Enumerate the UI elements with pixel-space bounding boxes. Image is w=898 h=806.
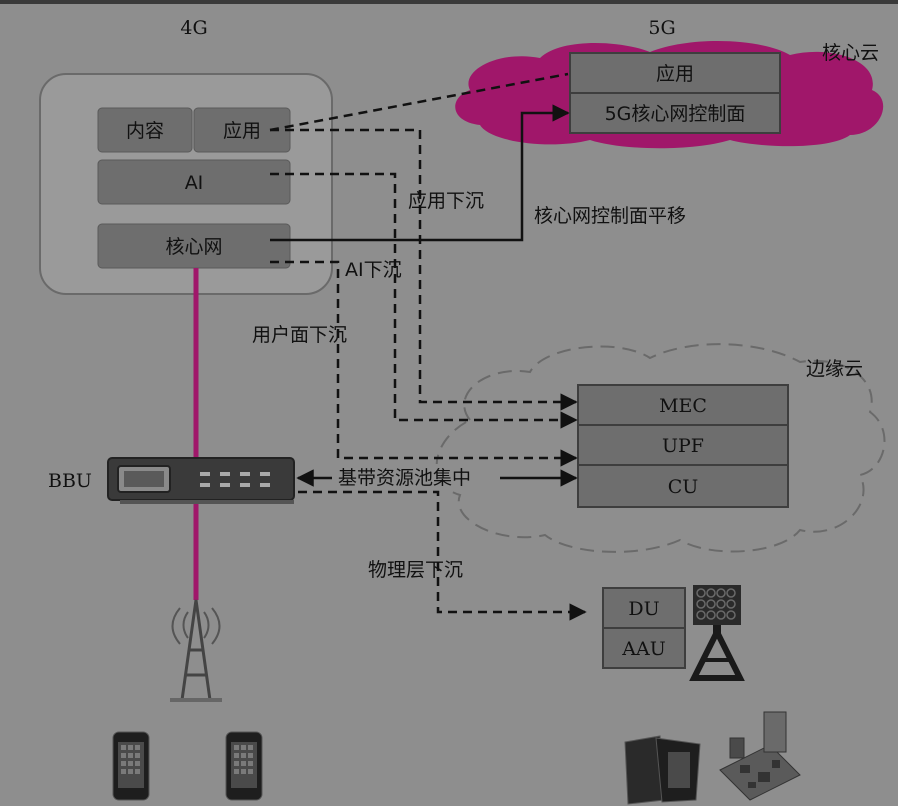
- block-du: [602, 587, 686, 629]
- block-ai-label: AI: [185, 172, 204, 194]
- phone-icon-right: [225, 731, 263, 801]
- label-4g: 4G: [180, 17, 207, 39]
- label-edge-cloud: 边缘云: [806, 358, 863, 380]
- label-baseband-pool-bg: [332, 464, 500, 490]
- label-control-shift: 核心网控制面平移: [534, 205, 686, 227]
- label-baseband-pool: 基带资源池集中: [338, 467, 471, 489]
- edge-cloud-shape: [435, 343, 886, 553]
- label-phy-sink: 物理层下沉: [368, 559, 463, 581]
- block-5g-app-label: 应用: [656, 63, 694, 85]
- block-5g-control-plane: [569, 92, 781, 134]
- block-core-net-label: 核心网: [165, 236, 222, 258]
- line-phy-sink: [298, 490, 587, 621]
- label-5g: 5G: [648, 17, 675, 39]
- label-app-sink: 应用下沉: [408, 190, 484, 212]
- block-upf-label: UPF: [662, 435, 704, 457]
- block-du-label: DU: [628, 598, 659, 620]
- line-app-to-5g-app: [269, 72, 569, 132]
- block-content: [97, 107, 193, 153]
- block-aau: [602, 627, 686, 669]
- block-4g-app-label: 应用: [223, 120, 261, 142]
- label-bbu: BBU: [48, 470, 92, 492]
- line-app-sink: [270, 128, 578, 411]
- block-5g-control-plane-label: 5G核心网控制面: [605, 103, 746, 125]
- label-core-cloud: 核心云: [822, 42, 879, 64]
- block-5g-app: [569, 52, 781, 94]
- label-user-plane-sink: 用户面下沉: [252, 324, 347, 346]
- block-mec-label: MEC: [659, 395, 707, 417]
- block-cu: [577, 464, 789, 508]
- block-aau-label: AAU: [621, 638, 665, 660]
- bbu-device-icon: [107, 457, 295, 504]
- cell-tower-icon: [170, 599, 222, 702]
- label-ai-sink: AI下沉: [345, 259, 402, 281]
- line-ai-sink: [270, 172, 578, 429]
- block-ai: [97, 159, 291, 205]
- block-content-label: 内容: [126, 120, 164, 142]
- line-user-plane-sink: [270, 260, 578, 467]
- line-core-to-control-plane: [270, 104, 570, 242]
- block-cu-label: CU: [668, 476, 699, 498]
- massive-mimo-tower-icon: [689, 585, 745, 681]
- tablet-devices-icon: [624, 735, 701, 805]
- phone-icon-left: [112, 731, 150, 801]
- iot-board-icon: [719, 711, 801, 801]
- top-bar: [0, 0, 898, 4]
- edge-cloud: [435, 343, 886, 553]
